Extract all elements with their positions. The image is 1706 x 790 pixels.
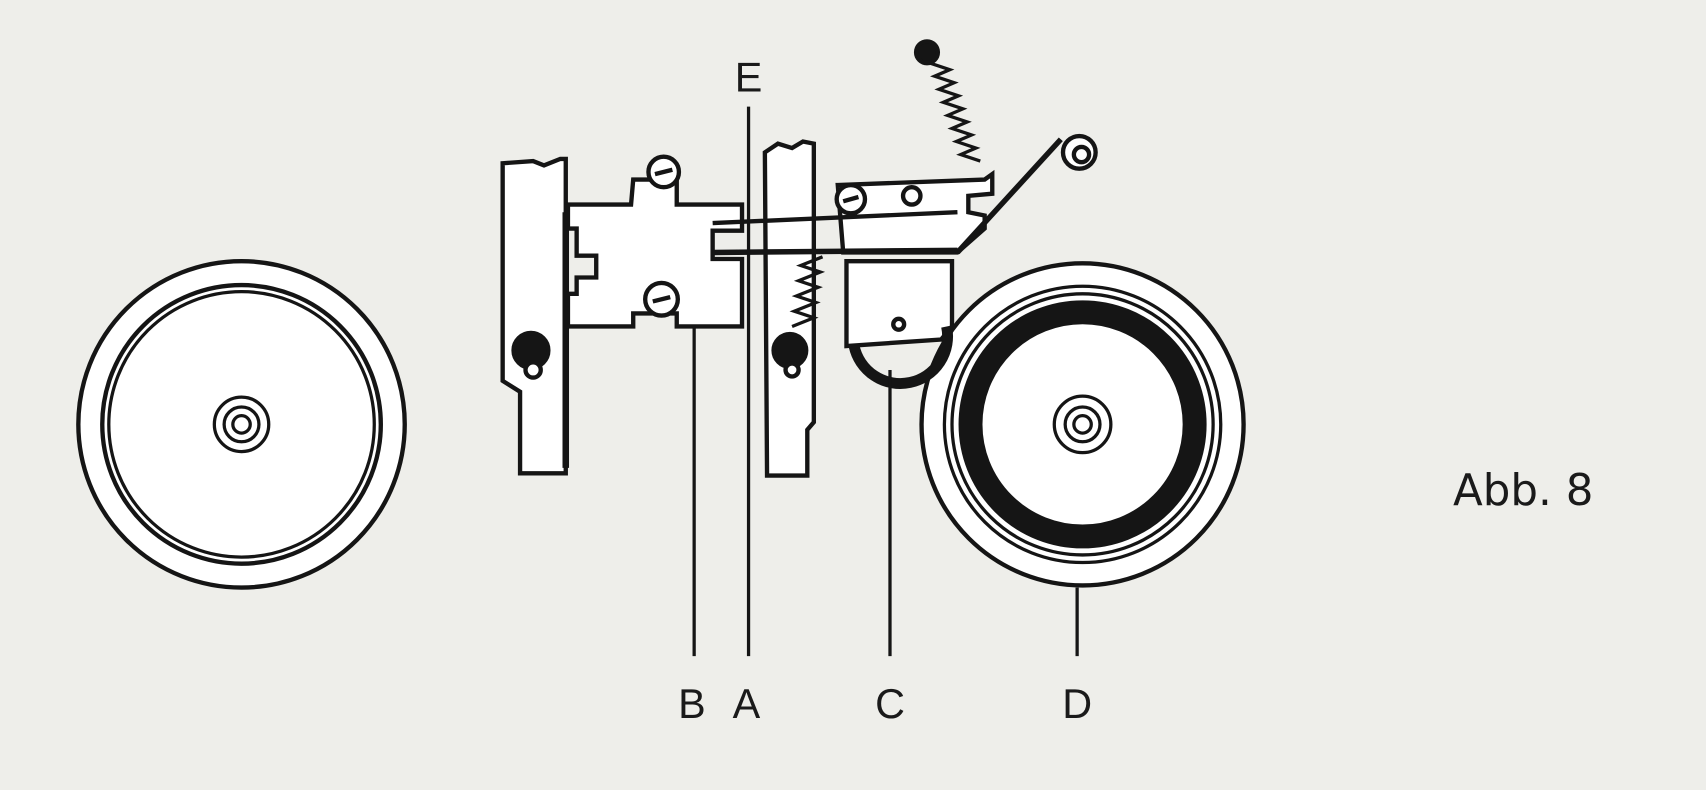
- label-d: D: [1062, 681, 1092, 727]
- right-guide-bracket: [762, 139, 826, 478]
- leader-lines: [692, 106, 1079, 657]
- label-e: E: [735, 54, 763, 100]
- left-reel: [76, 258, 407, 590]
- label-a: A: [733, 681, 761, 727]
- label-b: B: [678, 681, 706, 727]
- label-c: C: [875, 681, 905, 727]
- pressure-arm: [712, 39, 1098, 389]
- left-guide-bracket: [500, 156, 570, 476]
- figure-caption: Abb. 8: [1453, 466, 1593, 516]
- reel-d: [919, 261, 1246, 588]
- head-block-b: [565, 154, 745, 329]
